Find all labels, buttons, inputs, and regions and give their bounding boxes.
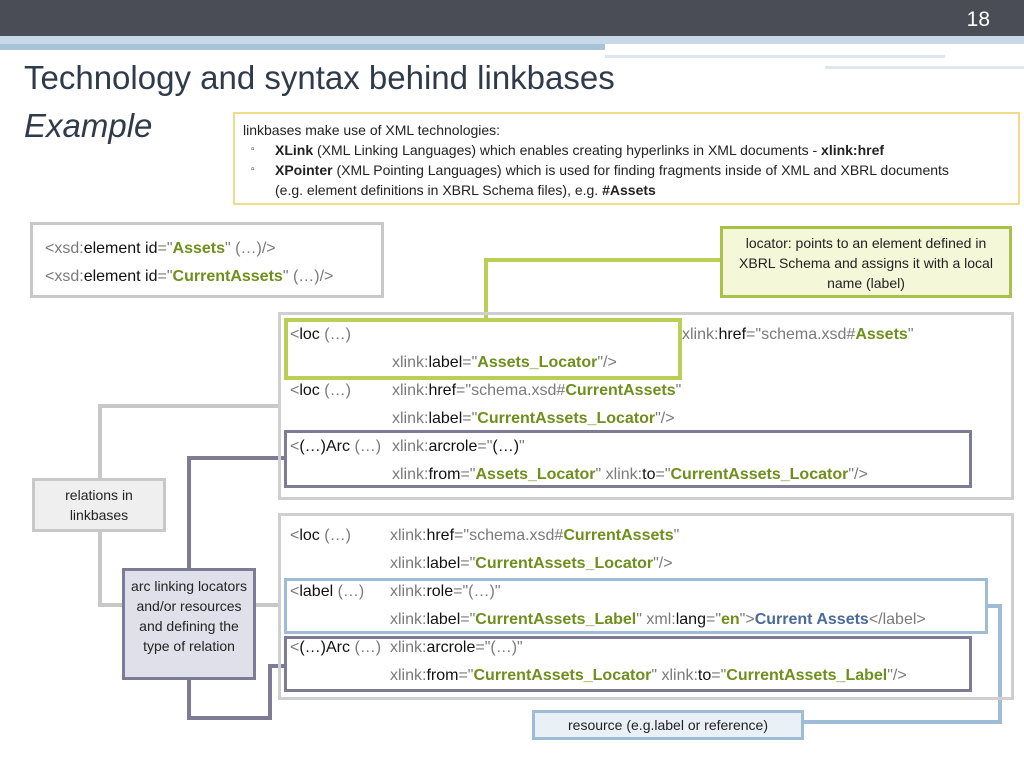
item-text: (XML Pointing Languages) which is used f… xyxy=(332,162,949,178)
relations-callout: relations in linkbases xyxy=(32,478,166,532)
item-continuation: (e.g. element definitions in XBRL Schema… xyxy=(243,180,1010,200)
decor-band xyxy=(0,44,605,50)
resource-highlight xyxy=(284,578,988,634)
connector-purple xyxy=(187,678,191,718)
xsd-line: <xsd:element id="CurrentAssets" (…)/> xyxy=(45,268,334,285)
top-bar xyxy=(0,0,1024,36)
code-line: <loc (…)xlink:href="schema.xsd#Assets" xyxy=(290,326,914,343)
decor-band xyxy=(0,36,1024,44)
connector-blue xyxy=(802,720,1002,724)
linkbase-group-2 xyxy=(278,513,1014,700)
code-line: <loc (…)xlink:href="schema.xsd#CurrentAs… xyxy=(290,382,682,399)
item-code: #Assets xyxy=(602,182,656,198)
xsd-element-box: <xsd:element id="Assets" (…)/> <xsd:elem… xyxy=(30,222,384,298)
code-line: <label (…)xlink:role="(…)" xyxy=(290,583,501,600)
connector-gray xyxy=(98,603,124,607)
xsd-line: <xsd:element id="Assets" (…)/> xyxy=(45,240,276,257)
code-line: <loc (…)xlink:href="schema.xsd#CurrentAs… xyxy=(290,527,680,544)
connector-purple xyxy=(268,664,272,720)
connector-blue xyxy=(998,604,1002,724)
locator-highlight xyxy=(284,318,682,380)
arc-callout: arc linking locators and/or resources an… xyxy=(122,568,256,680)
connector-green xyxy=(484,258,722,262)
connector-green xyxy=(484,258,488,320)
intro-heading: linkbases make use of XML technologies: xyxy=(243,122,501,138)
code-line: <(…)Arc (…)xlink:arcrole="(…)" xyxy=(290,639,523,656)
code-line: <(…)Arc (…)xlink:arcrole="(…)" xyxy=(290,438,525,455)
connector-purple xyxy=(268,664,286,668)
bullet-icon: ▫ xyxy=(251,164,255,175)
decor-line xyxy=(825,66,1024,69)
term: XLink xyxy=(275,142,314,158)
arc-highlight xyxy=(284,430,972,488)
arc-highlight xyxy=(284,636,972,692)
slide-title: Technology and syntax behind linkbases xyxy=(24,59,615,96)
slide-subtitle: Example xyxy=(24,107,153,144)
linkbase-group-1 xyxy=(278,312,1014,500)
connector-gray xyxy=(98,404,102,480)
connector-blue xyxy=(986,604,1002,608)
page-number: 18 xyxy=(966,8,990,31)
connector-gray xyxy=(256,603,280,607)
connector-purple xyxy=(187,456,191,570)
item-code: xlink:href xyxy=(821,142,885,158)
connector-gray xyxy=(98,404,280,408)
connector-gray xyxy=(98,530,102,606)
term: XPointer xyxy=(275,162,333,178)
resource-callout: resource (e.g.label or reference) xyxy=(532,710,804,740)
list-item: ▫ XPointer (XML Pointing Languages) which… xyxy=(243,160,1010,180)
bullet-icon: ▫ xyxy=(251,144,255,155)
connector-purple xyxy=(187,716,271,720)
locator-callout: locator: points to an element defined in… xyxy=(720,226,1012,298)
item-text: (e.g. element definitions in XBRL Schema… xyxy=(275,182,603,198)
connector-purple xyxy=(187,456,286,460)
decor-line xyxy=(605,55,945,58)
intro-list: ▫ XLink (XML Linking Languages) which ena… xyxy=(243,140,1010,180)
intro-box: linkbases make use of XML technologies: … xyxy=(233,112,1020,205)
list-item: ▫ XLink (XML Linking Languages) which ena… xyxy=(243,140,1010,160)
item-text: (XML Linking Languages) which enables cr… xyxy=(313,142,822,158)
